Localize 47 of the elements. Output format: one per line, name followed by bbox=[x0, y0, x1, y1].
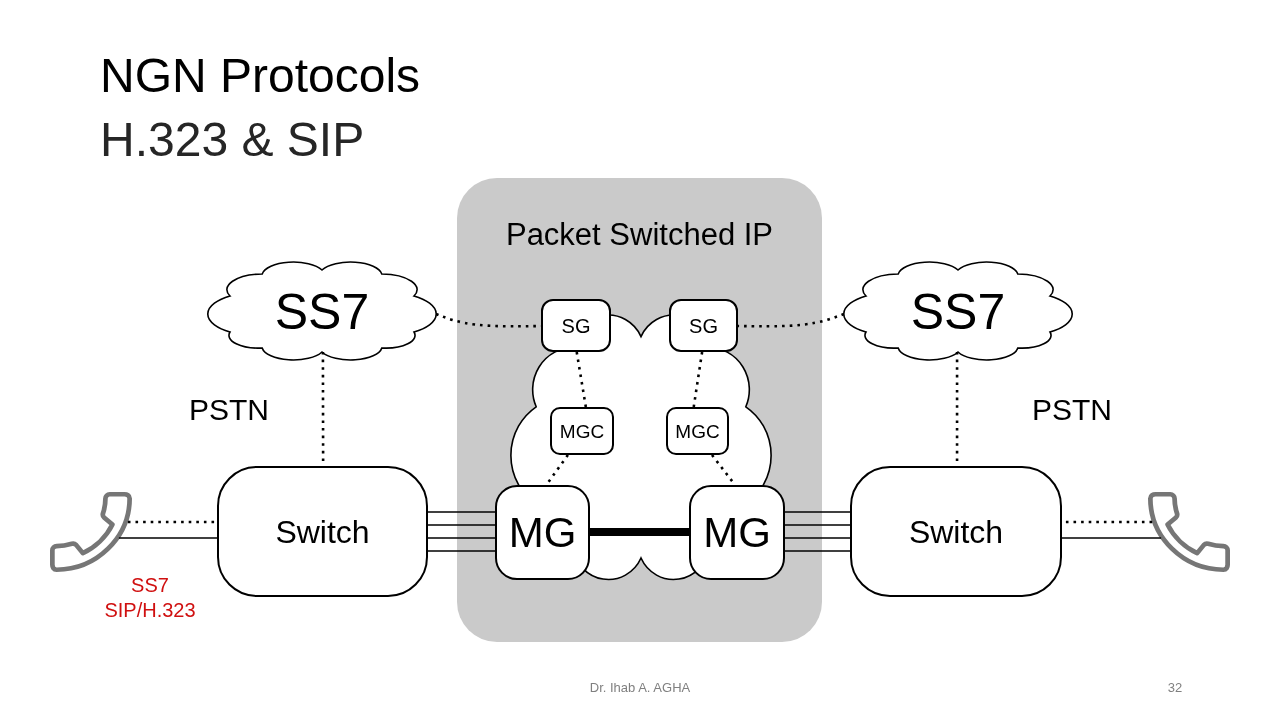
node-label: MG bbox=[703, 511, 771, 554]
node-box bbox=[217, 466, 428, 597]
connector-line bbox=[784, 550, 851, 552]
node-label: MGC bbox=[559, 421, 605, 441]
network-panel bbox=[457, 178, 822, 642]
node-label: SS7 bbox=[274, 287, 370, 337]
cloud-shape bbox=[843, 262, 1073, 362]
node-label: MGC bbox=[675, 421, 720, 441]
node-label: MG bbox=[508, 511, 577, 554]
connector-line bbox=[784, 537, 851, 539]
node-label: Switch bbox=[908, 515, 1004, 548]
protocol-label: SS7 bbox=[131, 575, 169, 595]
protocol-label: SIP/H.323 bbox=[104, 600, 196, 620]
connector-line bbox=[118, 537, 218, 539]
phone-icon bbox=[1148, 492, 1230, 572]
node-label: Packet Switched IP bbox=[505, 219, 774, 250]
connector-line bbox=[784, 511, 851, 513]
connector-line bbox=[784, 524, 851, 526]
node-box bbox=[541, 299, 611, 352]
network-label: PSTN bbox=[189, 395, 269, 425]
dotted-connector bbox=[127, 520, 217, 524]
node-box bbox=[689, 485, 785, 580]
dotted-connector bbox=[692, 351, 704, 408]
node-label: SG bbox=[689, 315, 718, 336]
author-footer: Dr. Ihab A. AGHA bbox=[589, 681, 691, 694]
phone-icon bbox=[50, 492, 132, 572]
node-box bbox=[666, 407, 729, 455]
connector-line bbox=[427, 537, 496, 539]
network-label: PSTN bbox=[1032, 395, 1112, 425]
node-box bbox=[850, 466, 1062, 597]
node-box bbox=[495, 485, 590, 580]
cloud-shape bbox=[207, 262, 437, 362]
dotted-connector bbox=[575, 351, 588, 408]
node-box bbox=[550, 407, 614, 455]
thick-connector bbox=[590, 528, 689, 537]
dotted-connector bbox=[738, 312, 845, 328]
connector-line bbox=[427, 511, 496, 513]
slide-subtitle: H.323 & SIP bbox=[100, 116, 365, 164]
node-label: Switch bbox=[275, 515, 370, 548]
node-label: SS7 bbox=[910, 287, 1006, 337]
node-label: SG bbox=[561, 315, 591, 336]
node-box bbox=[669, 299, 738, 352]
page-number: 32 bbox=[1167, 681, 1183, 694]
slide-title: NGN Protocols bbox=[100, 52, 421, 100]
connector-line bbox=[427, 550, 496, 552]
connector-line bbox=[427, 524, 496, 526]
connector-line bbox=[1061, 537, 1162, 539]
